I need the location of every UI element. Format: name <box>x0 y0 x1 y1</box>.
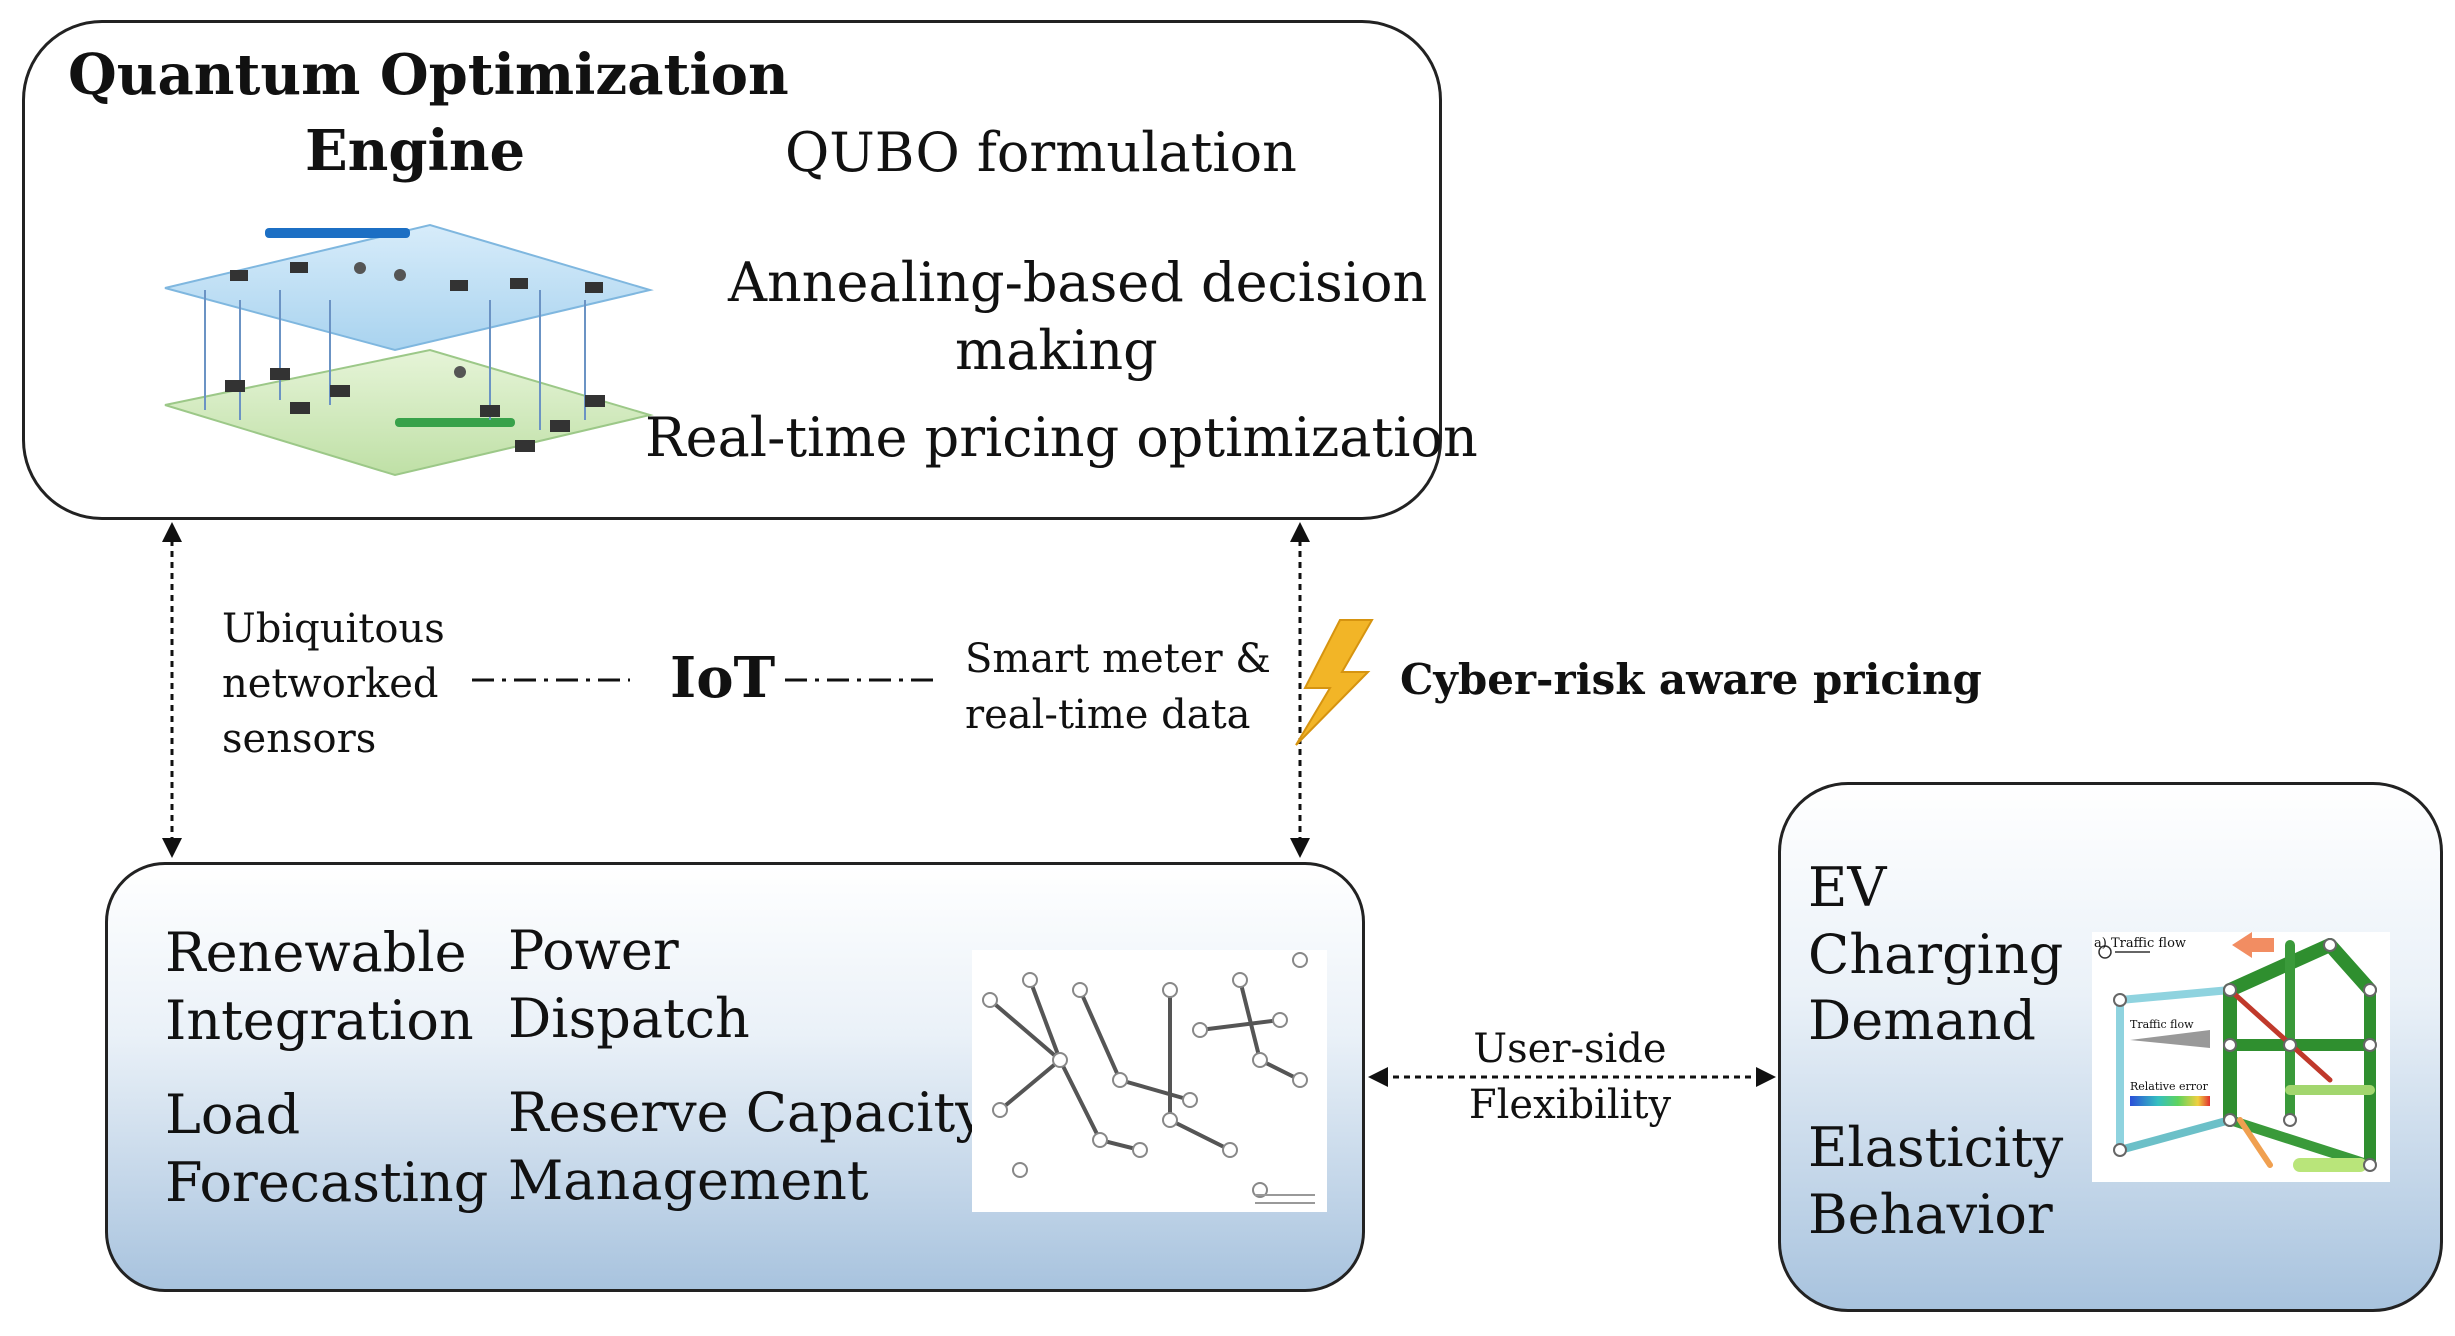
ev-line3: Demand <box>1808 989 2036 1052</box>
traffic-map-caption: a) Traffic flow <box>2094 936 2187 951</box>
engine-title-line2: Engine <box>305 118 526 184</box>
renewable-line1: Renewable <box>165 921 467 984</box>
flexibility-line2: Flexibility <box>1468 1082 1672 1128</box>
traffic-legend-title: Traffic flow <box>2130 1018 2194 1031</box>
flexibility-line1: User-side <box>1473 1026 1667 1072</box>
feature-annealing-line2: making <box>955 319 1158 382</box>
feature-annealing-line1: Annealing-based decision <box>728 251 1428 314</box>
lightning-bolt-icon <box>1295 619 1374 746</box>
elasticity-line2: Behavior <box>1808 1183 2053 1246</box>
reserve-line2: Management <box>508 1149 869 1212</box>
elasticity-line1: Elasticity <box>1808 1116 2064 1179</box>
feature-pricing: Real-time pricing optimization <box>645 406 1478 469</box>
sensors-line2: networked <box>222 661 439 707</box>
engine-title-line1: Quantum Optimization <box>68 42 789 108</box>
ev-line2: Charging <box>1808 923 2064 986</box>
power-line1: Power <box>508 919 679 982</box>
sensors-line3: sensors <box>222 716 377 762</box>
traffic-legend-error: Relative error <box>2130 1080 2208 1093</box>
ev-line1: EV <box>1808 856 1887 919</box>
iot-label: IoT <box>670 645 776 711</box>
reserve-line1: Reserve Capacity <box>508 1081 986 1144</box>
feature-qubo: QUBO formulation <box>785 121 1297 184</box>
load-line2: Forecasting <box>165 1151 489 1214</box>
smart-meter-line1: Smart meter & <box>965 636 1271 682</box>
sensors-line1: Ubiquitous <box>222 606 445 652</box>
smart-meter-line2: real-time data <box>965 692 1251 738</box>
cyber-risk-label: Cyber-risk aware pricing <box>1400 655 1982 704</box>
load-line1: Load <box>165 1083 301 1146</box>
power-line2: Dispatch <box>508 987 750 1050</box>
renewable-line2: Integration <box>165 989 474 1052</box>
